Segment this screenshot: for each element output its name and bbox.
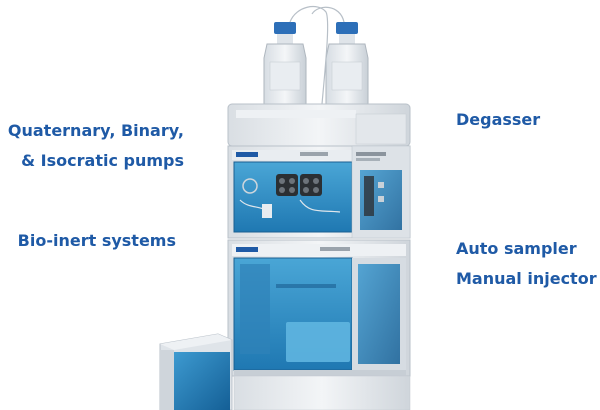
pumps-label-line-2: & Isocratic pumps [21, 151, 184, 170]
pumps-label: Quaternary, Binary, & Isocratic pumps [0, 116, 184, 176]
pump-module [227, 145, 411, 239]
degasser-label: Degasser [456, 110, 541, 129]
bio-inert-module [159, 333, 233, 410]
autosampler-module [227, 239, 411, 377]
sampler-label: Auto sampler Manual injector [456, 234, 597, 294]
sampler-label-line-1: Auto sampler [456, 239, 577, 258]
base-module [233, 375, 411, 410]
degasser-module [227, 103, 411, 147]
bio-inert-label: Bio-inert systems [17, 231, 176, 250]
pumps-label-line-1: Quaternary, Binary, [7, 121, 184, 140]
solvent-bottle-left [263, 22, 307, 105]
solvent-bottle-right [325, 22, 369, 105]
sampler-label-line-2: Manual injector [456, 269, 597, 288]
